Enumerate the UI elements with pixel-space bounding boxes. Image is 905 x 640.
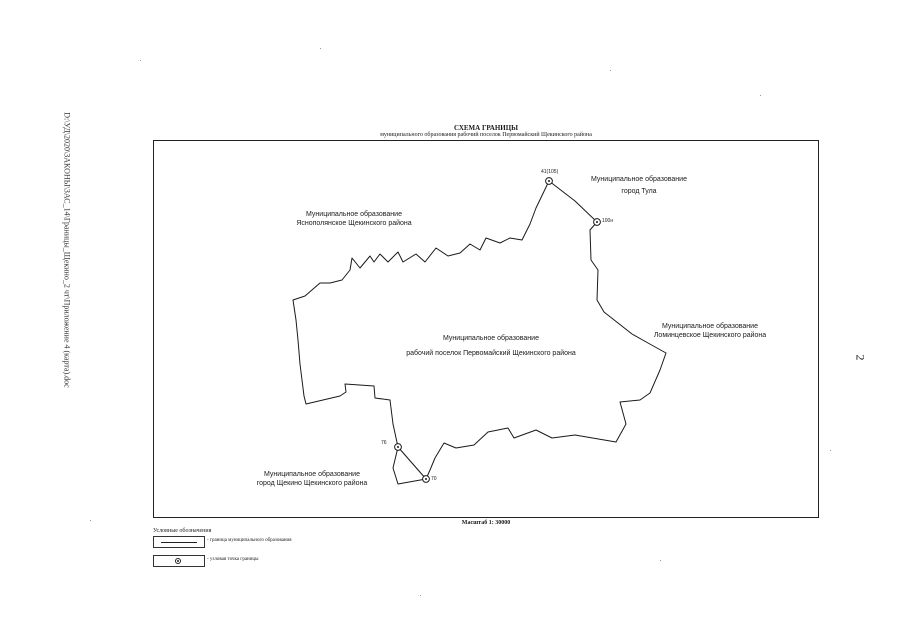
boundary-tail-76-70 — [397, 446, 427, 480]
map-frame — [153, 140, 819, 518]
boundary-point-dot-100 — [596, 221, 598, 223]
region-label-tula: Муниципальное образование город Тула — [591, 175, 687, 196]
region-label-lomintsevskoe-line2: Ломинцевское Щекинского района — [653, 332, 767, 339]
point-label-76: 76 — [381, 440, 387, 446]
legend-boundary-line — [161, 542, 197, 543]
region-label-lomintsevskoe-line1: Муниципальное образование — [662, 323, 758, 330]
point-label-41: 41(105) — [541, 169, 559, 175]
region-label-tula-line2: город Тула — [621, 188, 657, 195]
point-label-70: 70 — [431, 476, 437, 482]
point-label-100: 100н — [602, 218, 614, 224]
region-label-shchekino-line1: Муниципальное образование — [264, 471, 360, 478]
region-label-pervomaysky-line2: рабочий поселок Первомайский Щекинского … — [406, 350, 576, 357]
legend-boundary-swatch — [153, 536, 205, 548]
boundary-point-dot-70 — [425, 478, 427, 480]
legend-point-label: - узловая точка границы — [207, 557, 259, 562]
map-scale: Масштаб 1: 30000 — [461, 520, 511, 526]
turning-point-icon — [175, 558, 181, 564]
boundary-point-dot-41 — [548, 180, 550, 182]
region-label-yasnopolyanskoe: Муниципальное образование Яснополянское … — [296, 210, 411, 228]
legend-title: Условные обозначения — [153, 528, 212, 534]
region-label-lomintsevskoe: Муниципальное образование Ломинцевское Щ… — [654, 322, 766, 340]
legend-boundary-label: - граница муниципального образования — [207, 538, 292, 543]
region-label-shchekino-line2: город Щекино Щекинского района — [256, 480, 368, 487]
region-label-tula-line1: Муниципальное образование — [591, 176, 687, 183]
boundary-point-dot-76 — [397, 446, 399, 448]
map-title: СХЕМА ГРАНИЦЫ — [453, 124, 519, 132]
municipal-boundary-line — [292, 180, 667, 485]
region-label-shchekino: Муниципальное образование город Щекино Щ… — [257, 470, 368, 488]
region-label-yasnopolyanskoe-line2: Яснополянское Щекинского района — [296, 220, 412, 227]
map-subtitle: муниципального образования рабочий посел… — [380, 132, 592, 138]
legend-point-swatch — [153, 555, 205, 567]
region-label-pervomaysky: Муниципальное образование рабочий посело… — [406, 334, 576, 358]
region-label-yasnopolyanskoe-line1: Муниципальное образование — [306, 211, 402, 218]
region-label-pervomaysky-line1: Муниципальное образование — [443, 335, 539, 342]
